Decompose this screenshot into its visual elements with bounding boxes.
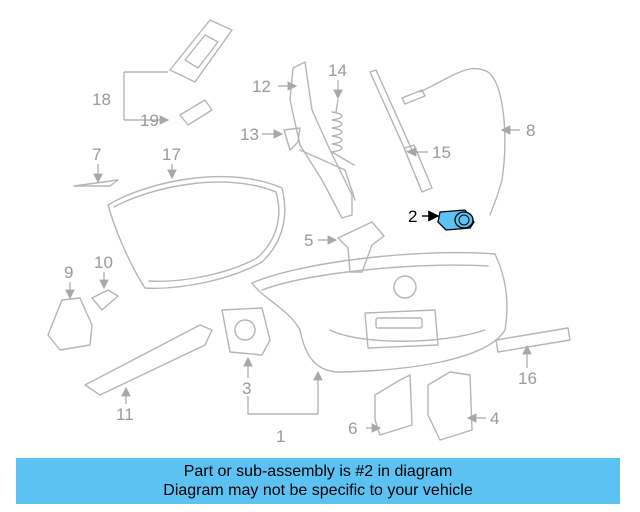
callout-1: 1 (276, 427, 285, 446)
switch (91, 289, 119, 311)
latch (47, 297, 93, 351)
emblem (73, 179, 119, 187)
callout-16: 16 (518, 369, 537, 388)
callout-14: 14 (328, 61, 347, 80)
lock-cylinder-highlighted (437, 209, 475, 231)
banner-line-2: Diagram may not be specific to your vehi… (163, 482, 473, 499)
bulb (179, 99, 213, 126)
lamp-housing (221, 307, 271, 356)
callout-18: 18 (92, 90, 111, 109)
callout-4: 4 (490, 409, 499, 428)
info-banner: Part or sub-assembly is #2 in diagram Di… (16, 458, 620, 504)
gas-strut (369, 69, 433, 193)
callout-8: 8 (526, 121, 535, 140)
callout-2: 2 (408, 207, 417, 226)
callout-6: 6 (348, 419, 357, 438)
license-plate-reinforcement (495, 327, 571, 353)
callout-7: 7 (92, 145, 101, 164)
callout-13: 13 (240, 125, 259, 144)
hinge (289, 61, 356, 219)
callout-5: 5 (304, 231, 313, 250)
callout-19: 19 (140, 111, 159, 130)
callout-10: 10 (94, 253, 113, 272)
banner-line-1: Part or sub-assembly is #2 in diagram (183, 463, 453, 480)
callout-9: 9 (64, 263, 73, 282)
handle-switch (169, 19, 233, 83)
garnish (84, 324, 213, 396)
trunk-lid (251, 251, 508, 373)
callout-15: 15 (432, 143, 451, 162)
torsion-spring (331, 99, 355, 166)
parts-diagram: 18 19 12 14 13 15 8 7 17 2 5 9 10 11 3 1… (47, 19, 571, 446)
callout-12: 12 (252, 77, 271, 96)
callout-3: 3 (242, 379, 251, 398)
leader-lines (65, 71, 532, 433)
latch-bracket (337, 221, 385, 273)
weatherstrip (107, 175, 286, 289)
callout-11: 11 (116, 405, 134, 424)
bracket-4 (427, 371, 473, 441)
bracket-6 (374, 374, 413, 436)
release-cable (401, 67, 506, 216)
callout-17: 17 (162, 145, 181, 164)
clip (283, 127, 301, 151)
